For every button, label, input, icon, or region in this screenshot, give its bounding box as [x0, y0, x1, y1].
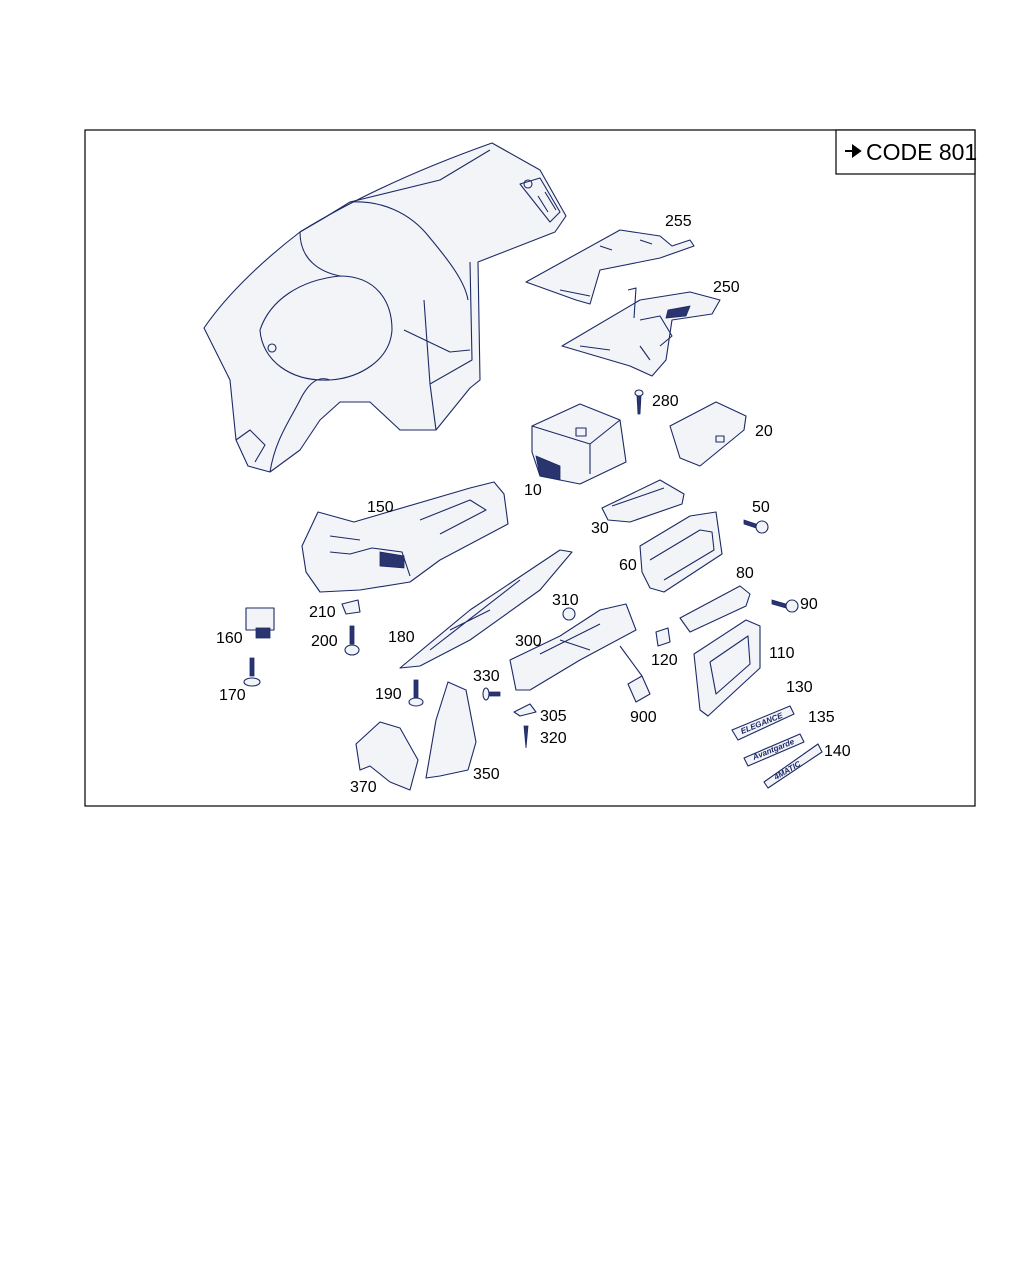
badge-130: ELEGANCE [731, 705, 795, 741]
part-30-illustration [601, 479, 685, 523]
part-label-320: 320 [540, 730, 567, 747]
part-310-nut [562, 607, 576, 621]
part-80-illustration [679, 585, 751, 633]
part-label-160: 160 [216, 630, 243, 647]
part-label-350: 350 [473, 766, 500, 783]
part-label-280: 280 [652, 393, 679, 410]
part-120-clip [655, 627, 671, 647]
part-210-clip [341, 599, 361, 615]
part-305-clip [513, 703, 537, 717]
part-label-130: 130 [786, 679, 813, 696]
part-label-135: 135 [808, 709, 835, 726]
part-label-20: 20 [755, 423, 773, 440]
part-370-illustration [355, 721, 419, 791]
part-label-330: 330 [473, 668, 500, 685]
dashboard-illustration [203, 142, 567, 473]
part-50-screw [743, 519, 769, 534]
part-110-illustration [693, 619, 761, 717]
part-label-50: 50 [752, 499, 770, 516]
badge-130-text: ELEGANCE [739, 711, 784, 736]
part-90-screw [771, 599, 799, 613]
part-label-10: 10 [524, 482, 542, 499]
part-300-illustration [509, 603, 637, 691]
part-label-190: 190 [375, 686, 402, 703]
part-350-illustration [425, 681, 477, 779]
part-label-210: 210 [309, 604, 336, 621]
code-label: CODE 801 [866, 139, 977, 165]
part-170-screw [243, 657, 261, 687]
part-label-200: 200 [311, 633, 338, 650]
part-label-150: 150 [367, 499, 394, 516]
part-label-370: 370 [350, 779, 377, 796]
part-label-110: 110 [769, 645, 795, 662]
part-label-30: 30 [591, 520, 609, 537]
part-label-180: 180 [388, 629, 415, 646]
part-190-screw [408, 679, 424, 707]
part-label-140: 140 [824, 743, 851, 760]
part-180-illustration [399, 549, 573, 669]
part-20-illustration [669, 401, 747, 467]
part-320-screw [523, 725, 529, 749]
part-280-screw [634, 389, 644, 415]
part-255-illustration [525, 229, 695, 305]
badge-140-text: 4MATIC [772, 759, 803, 782]
part-label-255: 255 [665, 213, 692, 230]
arrow-right-icon [845, 144, 862, 158]
part-label-300: 300 [515, 633, 542, 650]
part-160-switch [245, 607, 275, 639]
part-label-120: 120 [651, 652, 678, 669]
badge-135-text: Avantgarde [750, 737, 796, 762]
part-label-310: 310 [552, 592, 579, 609]
part-label-170: 170 [219, 687, 246, 704]
diagram-frame [84, 129, 976, 807]
part-200-screw [344, 625, 360, 656]
part-60-illustration [639, 511, 723, 593]
part-label-80: 80 [736, 565, 754, 582]
part-900-tag [619, 645, 651, 703]
part-150-illustration [301, 481, 509, 593]
part-label-90: 90 [800, 596, 818, 613]
part-label-250: 250 [713, 279, 740, 296]
code-box: CODE 801 [835, 129, 977, 175]
part-label-900: 900 [630, 709, 657, 726]
part-330-screw [482, 687, 501, 701]
part-250-illustration [561, 287, 721, 377]
part-10-illustration [531, 403, 627, 485]
part-label-60: 60 [619, 557, 637, 574]
part-label-305: 305 [540, 708, 567, 725]
